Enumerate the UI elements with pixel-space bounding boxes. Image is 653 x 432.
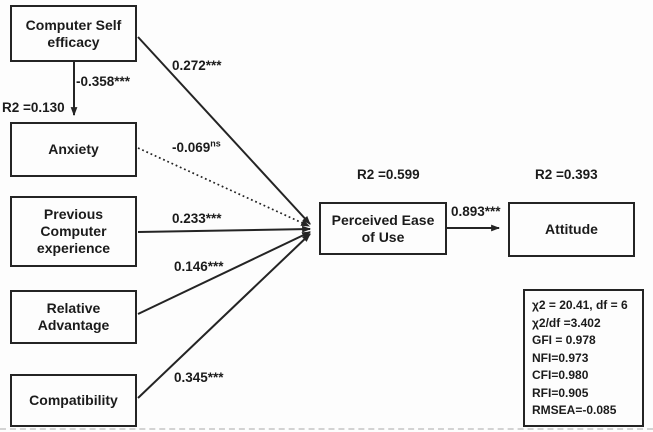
node-anxiety: Anxiety <box>10 122 137 177</box>
page-scan-artifact-line <box>0 428 653 430</box>
fit-stat-chi2: χ2 = 20.41, df = 6 <box>532 298 628 312</box>
arrow-pce-to-peou <box>137 225 312 233</box>
node-previous-computer-experience: Previous Computer experience <box>10 196 137 267</box>
r2-label-attitude: R2 =0.393 <box>535 167 598 182</box>
coef-peou-attitude: 0.893*** <box>451 204 501 219</box>
coef-ra-peou: 0.146*** <box>174 259 224 274</box>
arrow-anxiety-to-peou-dotted <box>137 147 311 227</box>
node-computer-self-efficacy: Computer Self efficacy <box>10 5 137 62</box>
fit-stat-rmsea: RMSEA=-0.085 <box>532 403 617 417</box>
coef-cse-peou: 0.272*** <box>172 58 222 73</box>
arrow-compat-to-peou <box>137 233 311 399</box>
fit-stat-rfi: RFI=0.905 <box>532 385 589 400</box>
node-relative-advantage: Relative Advantage <box>10 290 137 344</box>
fit-stat-chi2-df: χ2/df =3.402 <box>532 315 601 330</box>
fit-stat-nfi: NFI=0.973 <box>532 350 589 365</box>
coef-pce-peou: 0.233*** <box>172 211 222 226</box>
coef-anxiety-peou-sig: ns <box>210 138 221 149</box>
node-attitude: Attitude <box>508 202 635 257</box>
r2-label-anxiety: R2 =0.130 <box>2 100 65 115</box>
fit-stat-gfi: GFI = 0.978 <box>532 333 596 347</box>
coef-anxiety-peou-value: -0.069 <box>172 140 211 155</box>
fit-statistics-box: χ2 = 20.41, df = 6 χ2/df =3.402 GFI = 0.… <box>523 289 644 427</box>
r2-label-peou: R2 =0.599 <box>357 167 420 182</box>
node-compatibility: Compatibility <box>10 374 137 427</box>
arrow-ra-to-peou <box>137 231 312 315</box>
node-perceived-ease-of-use: Perceived Ease of Use <box>319 202 447 255</box>
arrow-cse-to-peou <box>137 36 311 225</box>
fit-stat-cfi: CFI=0.980 <box>532 368 589 382</box>
coef-compat-peou: 0.345*** <box>174 370 224 385</box>
coef-anxiety-peou: -0.069ns <box>172 138 221 155</box>
coef-cse-anxiety: -0.358*** <box>76 74 131 89</box>
